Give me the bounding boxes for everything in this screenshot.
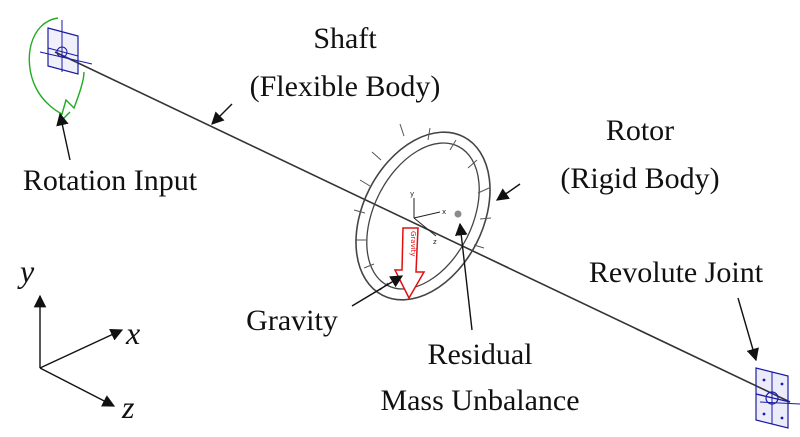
gravity-arrow-icon: Gravity	[393, 227, 426, 300]
rotor-sublabel: (Rigid Body)	[560, 162, 719, 195]
unbalance-dot-icon	[454, 210, 462, 218]
shaft-callout-arrow	[211, 103, 233, 125]
triad-z-label: z	[433, 238, 437, 246]
rotor-disk: y x z	[353, 123, 492, 301]
triad-y-label: y	[410, 190, 414, 198]
shaft-sublabel: (Flexible Body)	[250, 70, 441, 103]
shaft-label: Shaft	[313, 22, 377, 55]
gravity-tag: Gravity	[409, 231, 417, 257]
axis-x-label: x	[125, 315, 140, 351]
triad-x-label: x	[442, 208, 446, 216]
rotation-input-label: Rotation Input	[23, 164, 198, 197]
residual-label: Residual	[428, 338, 533, 371]
gravity-label: Gravity	[246, 304, 338, 337]
revolute-joint-icon	[755, 367, 800, 429]
axis-z-label: z	[121, 389, 135, 425]
mass-unbalance-label: Mass Unbalance	[380, 384, 579, 417]
rotor-callout-arrow	[495, 183, 521, 201]
coordinate-axes: y x z	[17, 253, 140, 425]
unbalance-callout-arrow	[455, 222, 473, 331]
shaft-line	[54, 51, 791, 403]
left-joint-frame-icon	[39, 20, 93, 75]
rotor-label: Rotor	[606, 114, 674, 147]
revolute-joint-label: Revolute Joint	[589, 256, 764, 289]
gravity-callout-arrow	[351, 275, 404, 307]
rotation-callout-arrow	[56, 112, 71, 161]
joint-callout-arrow	[737, 297, 759, 362]
axis-y-label: y	[17, 253, 35, 289]
